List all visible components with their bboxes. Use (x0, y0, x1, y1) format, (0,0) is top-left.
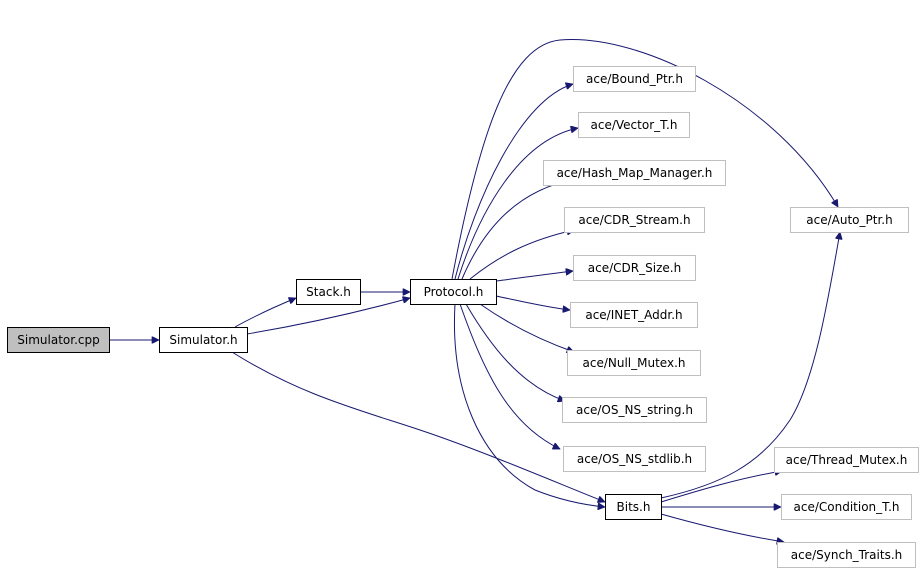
edge-simulator_h-to-bits_h (231, 351, 605, 502)
node-bits-h[interactable]: Bits.h (605, 494, 662, 520)
edge-arrow (660, 513, 784, 542)
node-box[interactable] (573, 255, 696, 281)
edge-bits_h-to-thread_mutex_h (660, 471, 782, 503)
node-label: ace/Synch_Traits.h (791, 548, 902, 562)
node-box[interactable] (7, 327, 110, 353)
node-thread-mutex-h[interactable]: ace/Thread_Mutex.h (774, 447, 919, 473)
node-label: Simulator.h (169, 333, 237, 347)
edge-bits_h-to-synch_traits_h (660, 513, 784, 542)
edge-protocol_h-to-vector_t_h (457, 128, 578, 280)
node-os-ns-stdlib-h[interactable]: ace/OS_NS_stdlib.h (563, 446, 706, 472)
nodes-layer: Simulator.cpp Simulator.h Stack.h Protocol.… (7, 66, 919, 568)
edge-simulator_h-to-stack_h (234, 298, 296, 328)
node-stack-h[interactable]: Stack.h (296, 279, 361, 305)
edge-arrow (469, 230, 574, 280)
node-box[interactable] (790, 207, 909, 233)
node-label: ace/CDR_Stream.h (578, 213, 690, 227)
node-box[interactable] (578, 112, 690, 138)
node-cdr-stream-h[interactable]: ace/CDR_Stream.h (564, 207, 705, 233)
node-hash-map-manager-h[interactable]: ace/Hash_Map_Manager.h (543, 160, 726, 186)
node-protocol-h[interactable]: Protocol.h (410, 279, 497, 305)
node-vector-t-h[interactable]: ace/Vector_T.h (578, 112, 690, 138)
node-box[interactable] (543, 160, 726, 186)
node-null-mutex-h[interactable]: ace/Null_Mutex.h (567, 350, 701, 376)
node-box[interactable] (296, 279, 361, 305)
node-box[interactable] (562, 397, 707, 423)
edge-arrow (246, 298, 410, 335)
edge-protocol_h-to-inet_addr_h (495, 295, 570, 310)
edge-protocol_h-to-os_ns_string_h (465, 303, 565, 401)
node-label: ace/Auto_Ptr.h (806, 213, 892, 227)
node-box[interactable] (573, 66, 696, 92)
node-simulator-cpp[interactable]: Simulator.cpp (7, 327, 110, 353)
edge-arrow (457, 128, 578, 280)
edge-arrow (660, 232, 840, 499)
edge-arrow (454, 84, 573, 280)
edge-arrow (231, 351, 605, 502)
node-label: ace/Condition_T.h (794, 500, 900, 514)
node-os-ns-string-h[interactable]: ace/OS_NS_string.h (562, 397, 707, 423)
node-label: ace/INET_Addr.h (585, 308, 682, 322)
edges-layer (109, 39, 840, 542)
node-label: ace/Null_Mutex.h (583, 356, 686, 370)
edge-protocol_h-to-hash_map_manager_h (461, 179, 575, 280)
node-inet-addr-h[interactable]: ace/INET_Addr.h (570, 302, 698, 328)
edge-protocol_h-to-auto_ptr_h (451, 39, 839, 280)
edge-arrow (660, 471, 782, 503)
node-label: ace/Thread_Mutex.h (786, 453, 908, 467)
edge-protocol_h-to-null_mutex_h (479, 303, 574, 352)
node-cdr-size-h[interactable]: ace/CDR_Size.h (573, 255, 696, 281)
edge-protocol_h-to-bits_h (453, 303, 605, 507)
node-bound-ptr-h[interactable]: ace/Bound_Ptr.h (573, 66, 696, 92)
node-label: ace/OS_NS_string.h (576, 403, 693, 417)
edge-arrow (453, 303, 605, 507)
node-label: Stack.h (306, 285, 351, 299)
edge-protocol_h-to-cdr_stream_h (469, 230, 574, 280)
node-box[interactable] (564, 207, 705, 233)
node-label: Simulator.cpp (17, 333, 99, 347)
node-box[interactable] (781, 494, 912, 520)
node-box[interactable] (570, 302, 698, 328)
node-label: ace/Vector_T.h (591, 118, 678, 132)
node-condition-t-h[interactable]: ace/Condition_T.h (781, 494, 912, 520)
node-box[interactable] (563, 446, 706, 472)
edge-arrow (495, 271, 573, 282)
node-auto-ptr-h[interactable]: ace/Auto_Ptr.h (790, 207, 909, 233)
edge-arrow (479, 303, 574, 352)
node-synch-traits-h[interactable]: ace/Synch_Traits.h (777, 542, 916, 568)
edge-simulator_h-to-protocol_h (246, 298, 410, 335)
node-box[interactable] (159, 327, 248, 353)
edge-arrow (459, 303, 560, 449)
node-box[interactable] (605, 494, 662, 520)
edge-bits_h-to-auto_ptr_h (660, 232, 840, 499)
node-box[interactable] (410, 279, 497, 305)
node-label: ace/Hash_Map_Manager.h (557, 166, 713, 180)
node-label: Protocol.h (424, 285, 484, 299)
edge-protocol_h-to-cdr_size_h (495, 271, 573, 282)
node-simulator-h[interactable]: Simulator.h (159, 327, 248, 353)
node-label: ace/Bound_Ptr.h (586, 72, 683, 86)
node-box[interactable] (774, 447, 919, 473)
node-box[interactable] (777, 542, 916, 568)
node-label: Bits.h (617, 500, 651, 514)
edge-arrow (234, 298, 296, 328)
edge-arrow (465, 303, 565, 401)
node-label: ace/CDR_Size.h (588, 261, 681, 275)
edge-arrow (495, 295, 570, 310)
node-box[interactable] (567, 350, 701, 376)
edge-protocol_h-to-bound_ptr_h (454, 84, 573, 280)
edge-protocol_h-to-os_ns_stdlib_h (459, 303, 560, 449)
edge-arrow (461, 179, 575, 280)
node-label: ace/OS_NS_stdlib.h (577, 452, 692, 466)
edge-arrow (451, 39, 839, 280)
